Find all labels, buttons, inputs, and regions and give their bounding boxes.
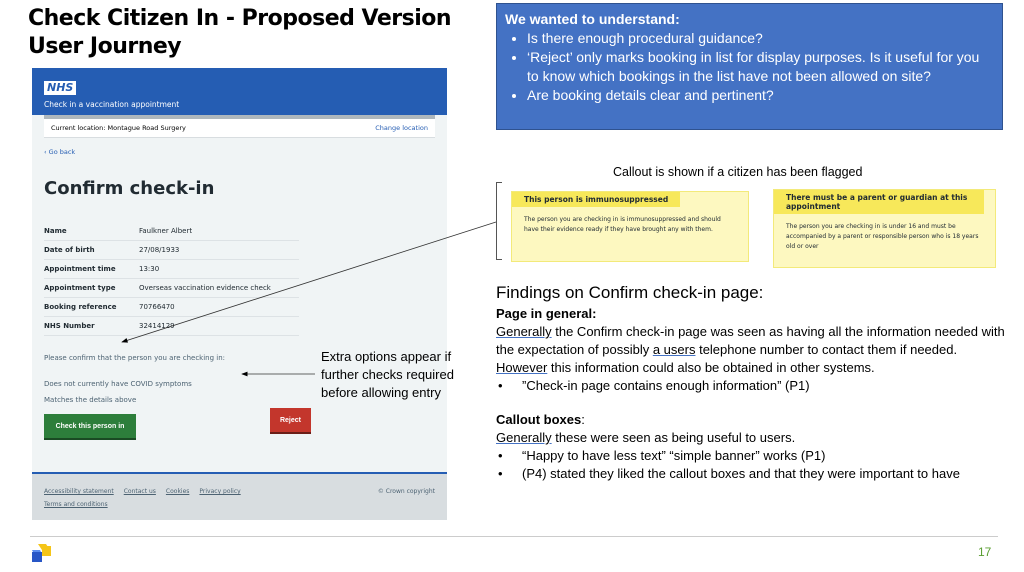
cube-logo-icon <box>32 544 51 562</box>
questions-box: We wanted to understand: Is there enough… <box>496 3 1003 130</box>
location-bar: Current location: Montague Road Surgery … <box>44 115 435 138</box>
footer-link[interactable]: Privacy policy <box>199 488 241 495</box>
service-name: Check in a vaccination appointment <box>44 100 180 109</box>
footer-link[interactable]: Terms and conditions <box>44 501 108 508</box>
extra-options-note: Extra options appear if further checks r… <box>321 349 454 400</box>
bracket <box>496 182 502 260</box>
current-location: Current location: Montague Road Surgery <box>51 124 186 132</box>
general-finding: Generally the Confirm check-in page was … <box>496 324 1005 375</box>
change-location-link[interactable]: Change location <box>375 124 428 132</box>
confirm-list: Does not currently have COVID symptoms M… <box>44 380 192 404</box>
footer-link[interactable]: Accessibility statement <box>44 488 114 495</box>
copyright: © Crown copyright <box>377 488 435 495</box>
footer-link[interactable]: Contact us <box>123 488 156 495</box>
footer-link[interactable]: Cookies <box>165 488 190 495</box>
page-heading: Confirm check-in <box>44 178 215 199</box>
chevron-left-icon: ‹ <box>44 148 49 156</box>
page-number: 17 <box>978 545 992 559</box>
footer-divider <box>30 536 998 537</box>
nhs-logo[interactable]: NHS <box>44 81 77 95</box>
nhs-mockup: NHS Check in a vaccination appointment C… <box>32 68 447 520</box>
check-in-button[interactable]: Check this person in <box>44 414 136 438</box>
go-back-link[interactable]: ‹ Go back <box>44 148 76 156</box>
callout-arrow <box>121 221 497 343</box>
callout-caption: Callout is shown if a citizen has been f… <box>613 165 863 179</box>
nhs-header: NHS Check in a vaccination appointment <box>32 68 447 115</box>
confirm-text: Please confirm that the person you are c… <box>44 354 226 362</box>
findings: Findings on Confirm check-in page: Page … <box>496 283 1005 482</box>
callout-guardian: There must be a parent or guardian at th… <box>773 189 996 268</box>
reject-button[interactable]: Reject <box>270 408 311 432</box>
footer: Accessibility statement Contact us Cookies… <box>32 472 447 520</box>
